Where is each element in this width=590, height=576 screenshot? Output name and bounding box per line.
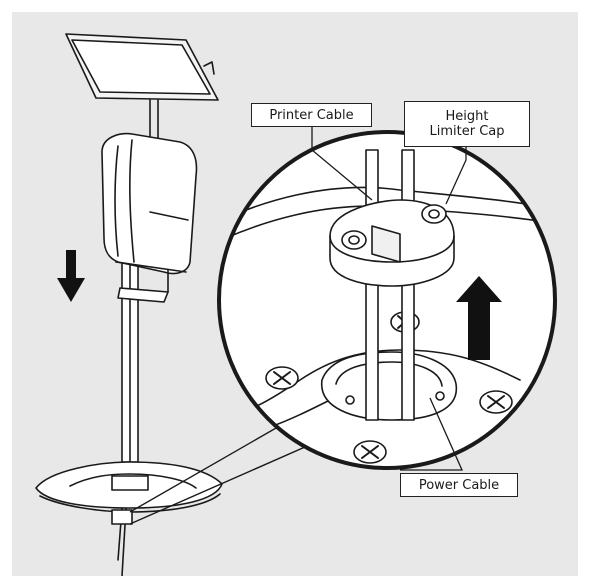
screw-icon xyxy=(265,366,299,390)
tablet xyxy=(65,33,219,101)
kiosk-stand xyxy=(35,33,223,576)
screw-icon xyxy=(353,440,387,464)
printer-bracket xyxy=(117,269,169,303)
printer-cable-label: Printer Cable xyxy=(251,103,372,127)
stand-base xyxy=(35,461,223,576)
arrow-up-icon xyxy=(456,276,502,360)
callout-lines xyxy=(129,419,331,525)
printer xyxy=(101,132,198,275)
zoom-detail xyxy=(217,130,557,470)
label-leaders xyxy=(311,127,467,471)
power-cable-label: Power Cable xyxy=(400,473,518,497)
height-limiter-cap-label: Height Limiter Cap xyxy=(404,101,530,147)
screw-icon xyxy=(479,390,513,414)
height-limiter-cap xyxy=(329,199,455,287)
arrow-down-icon xyxy=(57,250,85,302)
